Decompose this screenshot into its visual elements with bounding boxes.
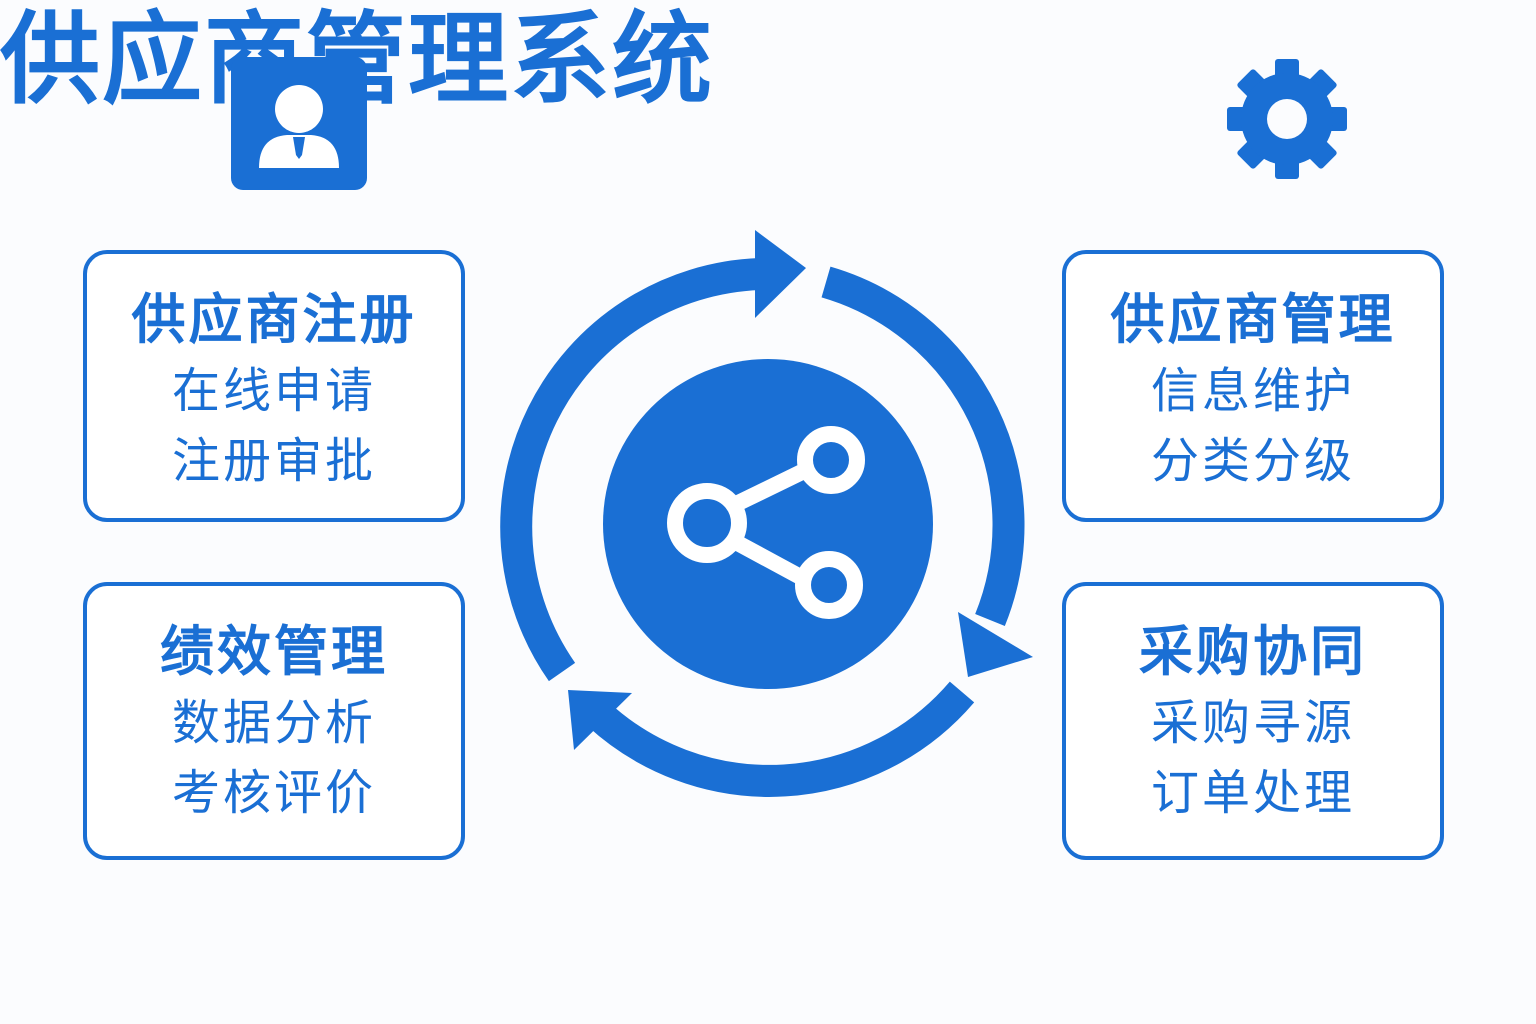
center-circle xyxy=(603,359,933,689)
arrowhead-right xyxy=(958,612,1033,677)
module-item: 在线申请 xyxy=(171,363,376,419)
module-item: 分类分级 xyxy=(1150,433,1355,489)
arrowhead-bottom xyxy=(568,690,632,750)
module-title: 供应商注册 xyxy=(131,288,417,351)
user-badge-icon xyxy=(231,57,367,190)
module-item: 考核评价 xyxy=(171,765,376,821)
module-item: 采购寻源 xyxy=(1150,695,1355,751)
share-icon xyxy=(667,426,865,619)
cycle-arc-top xyxy=(500,258,761,682)
module-card-procurement-collaboration[interactable]: 采购协同 采购寻源 订单处理 xyxy=(1062,582,1444,860)
module-item: 注册审批 xyxy=(171,433,376,489)
gear-icon xyxy=(1227,59,1347,179)
module-card-performance-management[interactable]: 绩效管理 数据分析 考核评价 xyxy=(83,582,465,860)
module-title: 供应商管理 xyxy=(1110,288,1396,351)
arrowhead-top xyxy=(755,230,806,318)
module-item: 信息维护 xyxy=(1150,363,1355,419)
module-card-supplier-registration[interactable]: 供应商注册 在线申请 注册审批 xyxy=(83,250,465,522)
module-item: 订单处理 xyxy=(1150,765,1355,821)
module-card-supplier-management[interactable]: 供应商管理 信息维护 分类分级 xyxy=(1062,250,1444,522)
module-title: 绩效管理 xyxy=(160,620,388,683)
cycle-arc-bottom xyxy=(587,681,975,797)
cycle-arc-right xyxy=(821,266,1025,626)
module-item: 数据分析 xyxy=(171,695,376,751)
module-title: 采购协同 xyxy=(1139,620,1367,683)
